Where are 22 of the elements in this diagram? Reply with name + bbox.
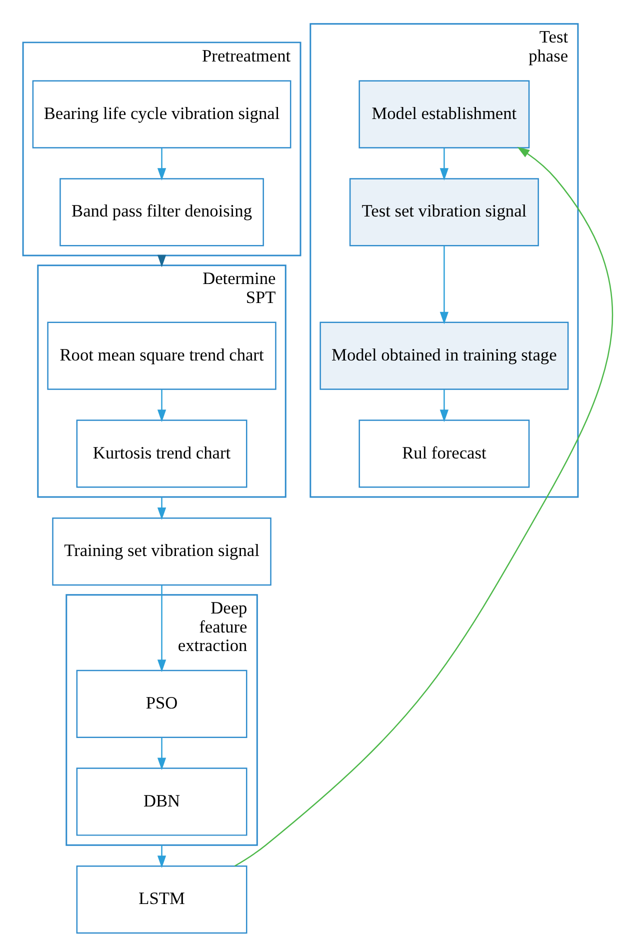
arrow <box>157 148 166 181</box>
node-box: Model establishment <box>358 80 530 148</box>
arrow <box>157 389 166 422</box>
node-box: Root mean square trend chart <box>47 322 276 390</box>
arrow <box>440 389 449 422</box>
arrow <box>157 497 166 520</box>
arrow <box>157 737 166 770</box>
arrow <box>440 148 449 181</box>
node-box: DBN <box>76 768 248 836</box>
arrow <box>234 146 613 867</box>
arrow <box>157 585 166 672</box>
node-box: Training set vibration signal <box>52 517 272 586</box>
node-box: Kurtosis trend chart <box>76 420 248 488</box>
node-box: LSTM <box>76 866 248 934</box>
node-box: Model obtained in training stage <box>320 322 569 390</box>
node-box: Band pass filter denoising <box>60 178 264 246</box>
node-box: Bearing life cycle vibration signal <box>32 80 292 148</box>
arrow <box>157 845 166 868</box>
node-box: Rul forecast <box>358 420 530 488</box>
arrow <box>440 246 449 324</box>
node-box: PSO <box>76 670 248 738</box>
node-box: Test set vibration signal <box>349 178 539 246</box>
